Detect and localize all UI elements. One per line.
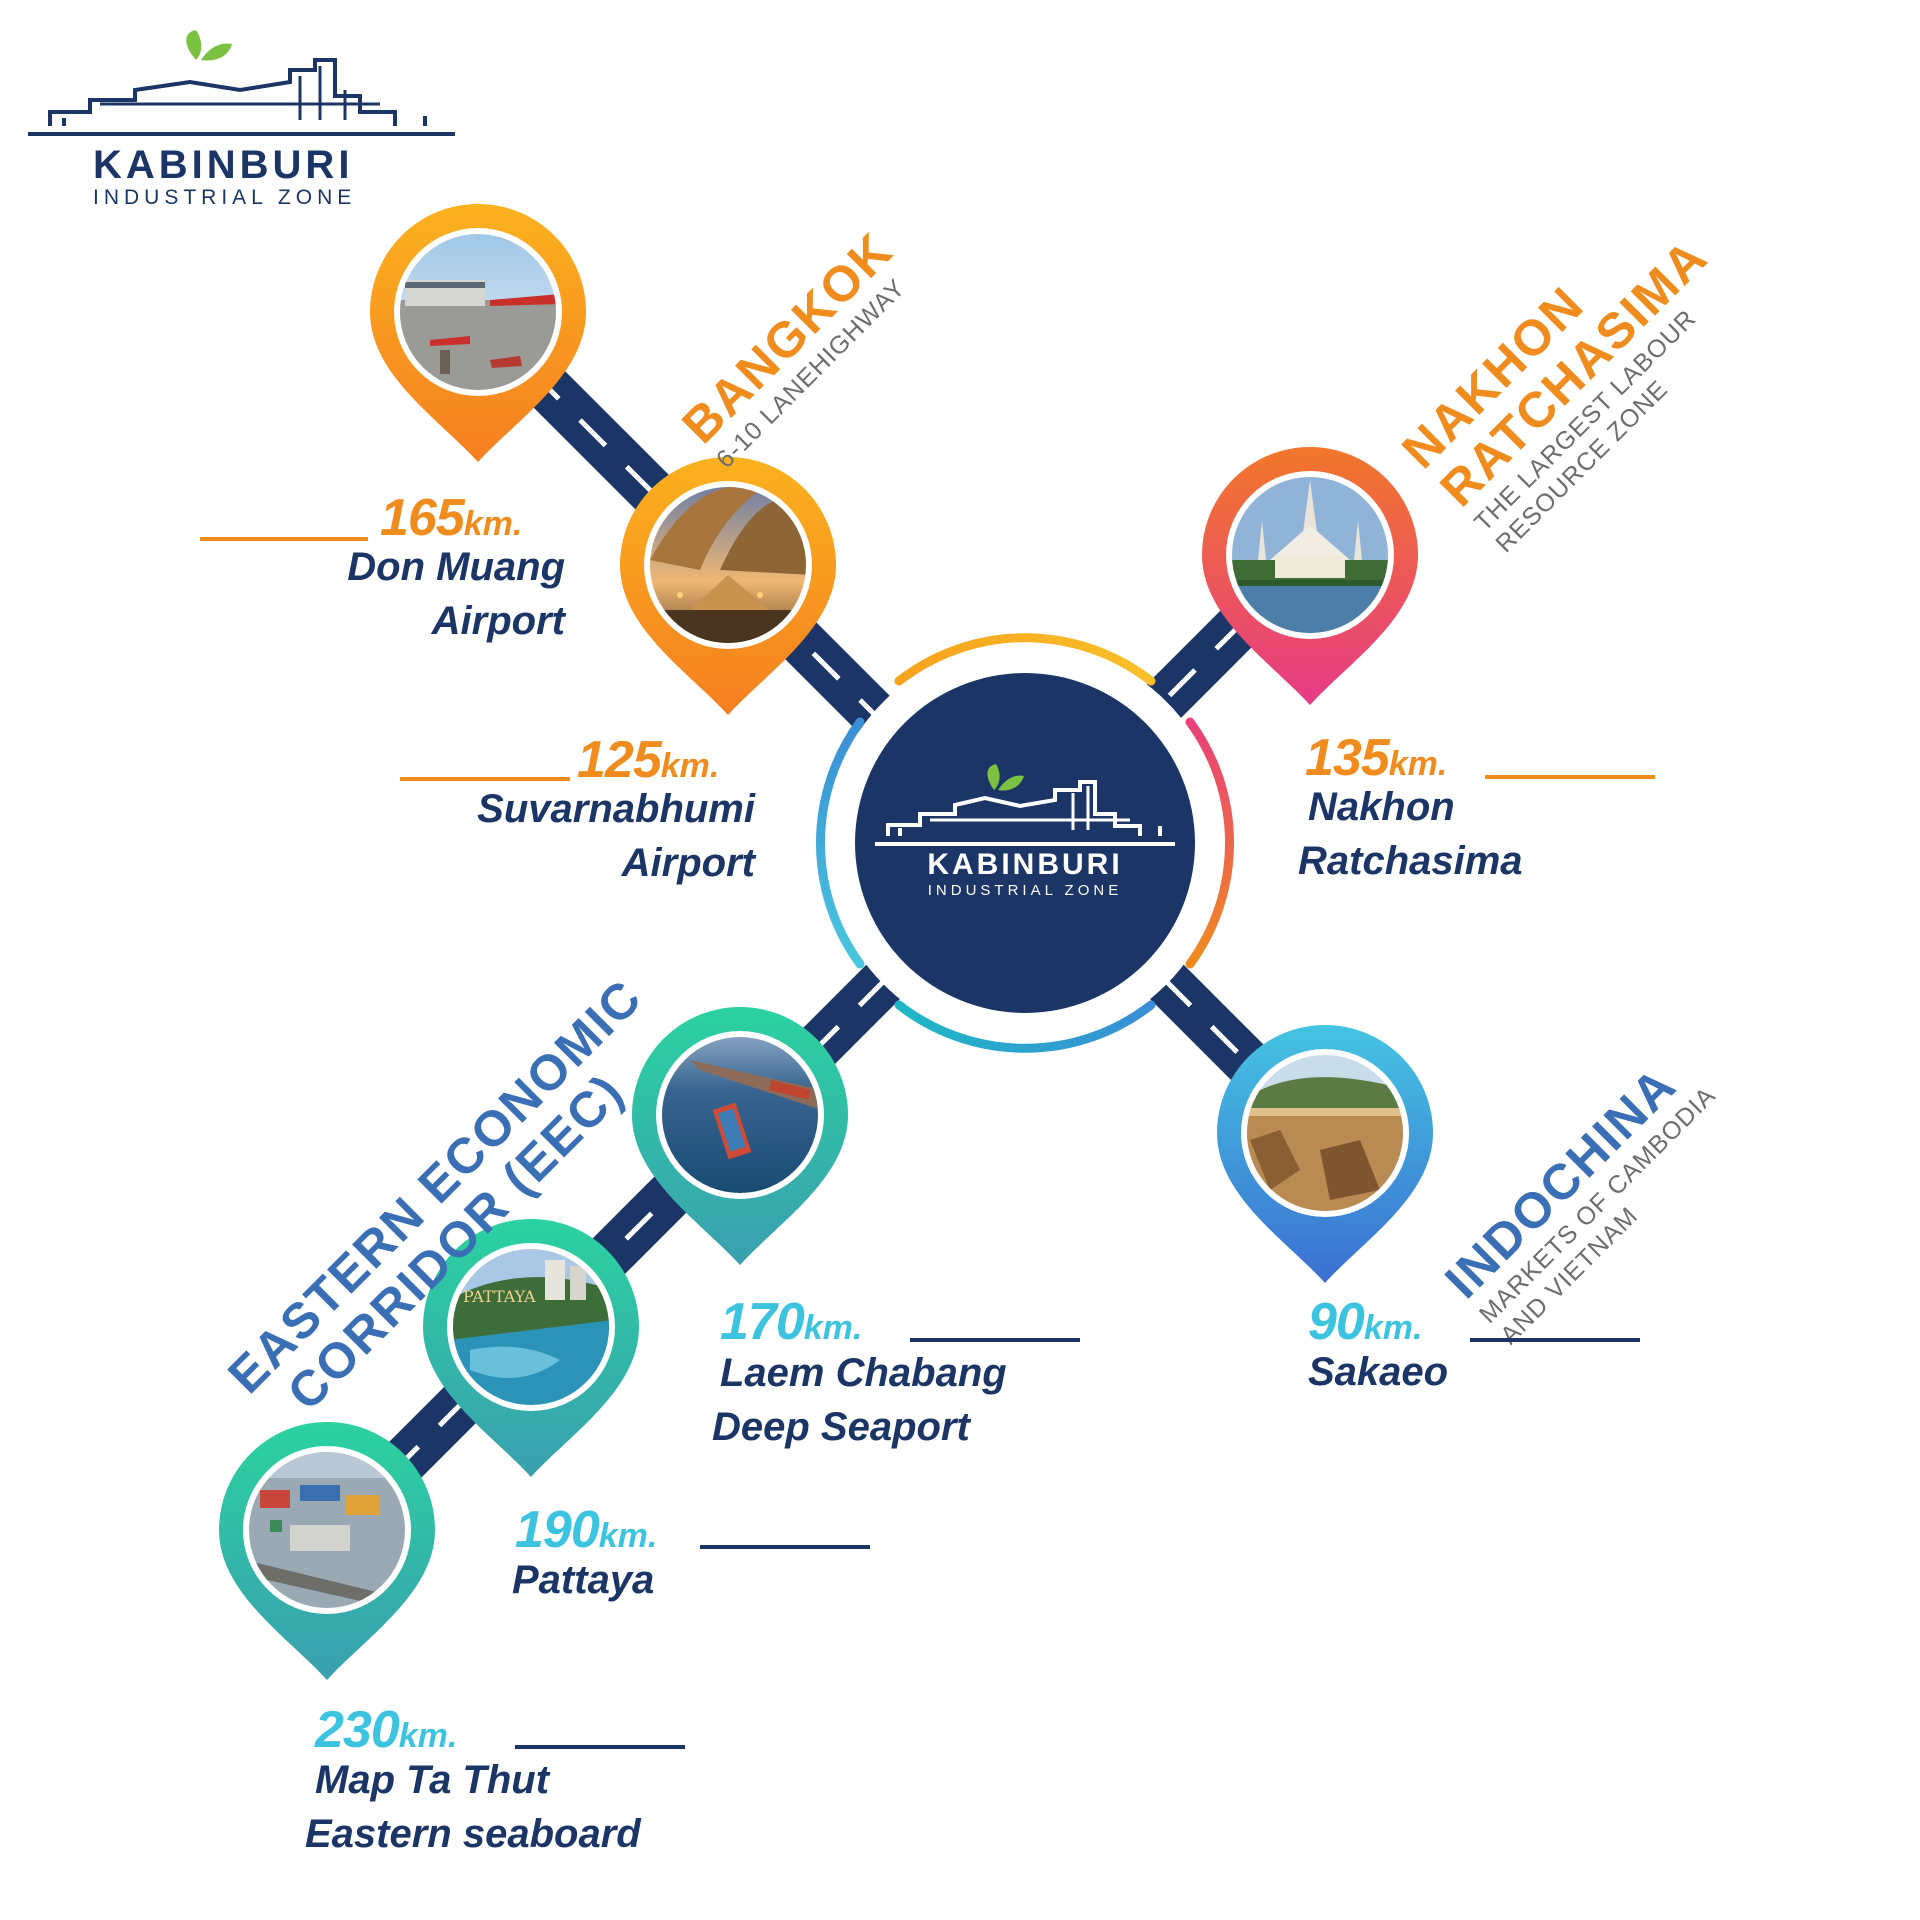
hub-brand-name: KABINBURI	[927, 848, 1123, 881]
place-line-1: Sakaeo	[1308, 1350, 1449, 1394]
place-laem-chabang: Laem Chabang Deep Seaport	[712, 1346, 1007, 1454]
distance-sakaeo: 90km.	[1308, 1292, 1422, 1352]
hub-brand-tagline: INDUSTRIAL ZONE	[927, 882, 1123, 899]
place-nakhon: Nakhon Ratchasima	[1298, 780, 1523, 888]
pin-sakaeo[interactable]	[1217, 1025, 1433, 1283]
distance-map-ta-phut: 230km.	[315, 1700, 457, 1760]
place-line-1: Map Ta Thut	[315, 1758, 550, 1802]
rule-map-ta-phut	[515, 1745, 685, 1749]
canyon-photo	[1247, 1055, 1403, 1211]
distance-value: 170	[720, 1293, 805, 1351]
place-line-2: Deep Seaport	[712, 1405, 970, 1449]
distance-don-muang: 165km.	[380, 488, 522, 548]
pin-laem-chabang[interactable]	[632, 1007, 848, 1265]
place-line-2: Airport	[431, 599, 565, 643]
hub-ring	[815, 633, 1235, 1053]
rule-laem-chabang	[910, 1338, 1080, 1342]
distance-value: 125	[577, 731, 662, 789]
brand-logo-icon	[28, 58, 455, 136]
pin-suvarnabhumi[interactable]	[620, 457, 836, 715]
port-photo	[662, 1037, 818, 1193]
hub-logo-icon	[875, 780, 1175, 846]
place-sakaeo: Sakaeo	[1308, 1345, 1448, 1399]
distance-value: 230	[315, 1701, 400, 1759]
distance-pattaya: 190km.	[515, 1500, 657, 1560]
beach-photo: PATTAYA	[453, 1249, 609, 1405]
distance-value: 165	[380, 489, 465, 547]
pin-nakhon-ratchasima[interactable]	[1202, 447, 1418, 705]
place-line-1: Suvarnabhumi	[477, 787, 755, 831]
pattaya-sign: PATTAYA	[463, 1287, 536, 1306]
place-suvarnabhumi: Suvarnabhumi Airport	[380, 782, 755, 890]
distance-value: 135	[1305, 729, 1390, 787]
place-line-2: Airport	[621, 841, 755, 885]
brand-name: KABINBURI	[93, 143, 354, 187]
pin-pattaya[interactable]: PATTAYA	[422, 1218, 640, 1477]
place-line-1: Pattaya	[512, 1558, 655, 1602]
distance-value: 190	[515, 1501, 600, 1559]
pin-map-ta-phut[interactable]	[218, 1421, 436, 1680]
rule-nakhon	[1485, 775, 1655, 779]
distance-laem-chabang: 170km.	[720, 1292, 862, 1352]
distance-unit: km.	[1363, 1309, 1423, 1347]
distance-nakhon: 135km.	[1305, 728, 1447, 788]
place-line-2: Eastern seaboard	[305, 1812, 641, 1856]
distance-suvarnabhumi: 125km.	[577, 730, 719, 790]
place-line-1: Don Muang	[347, 545, 565, 589]
rule-sakaeo	[1470, 1338, 1640, 1342]
rule-pattaya	[700, 1545, 870, 1549]
place-line-2: Ratchasima	[1298, 839, 1523, 883]
distance-unit: km.	[463, 505, 523, 543]
place-line-1: Nakhon	[1308, 785, 1455, 829]
distance-unit: km.	[1388, 745, 1448, 783]
place-map-ta-phut: Map Ta Thut Eastern seaboard	[305, 1753, 641, 1861]
pin-don-muang[interactable]	[369, 203, 587, 462]
distance-unit: km.	[803, 1309, 863, 1347]
brand-tagline: INDUSTRIAL ZONE	[93, 186, 357, 209]
distance-unit: km.	[660, 747, 720, 785]
brand-leaf-icon	[186, 30, 232, 61]
hub-leaf-icon	[987, 764, 1024, 791]
distance-unit: km.	[598, 1517, 658, 1555]
terminal-photo	[650, 487, 806, 643]
rule-don-muang	[200, 537, 368, 541]
distance-value: 90	[1308, 1293, 1365, 1351]
place-pattaya: Pattaya	[512, 1553, 654, 1607]
rule-suvarnabhumi	[400, 777, 570, 781]
place-line-1: Laem Chabang	[720, 1351, 1007, 1395]
place-don-muang: Don Muang Airport	[275, 540, 565, 648]
distance-unit: km.	[398, 1717, 458, 1755]
